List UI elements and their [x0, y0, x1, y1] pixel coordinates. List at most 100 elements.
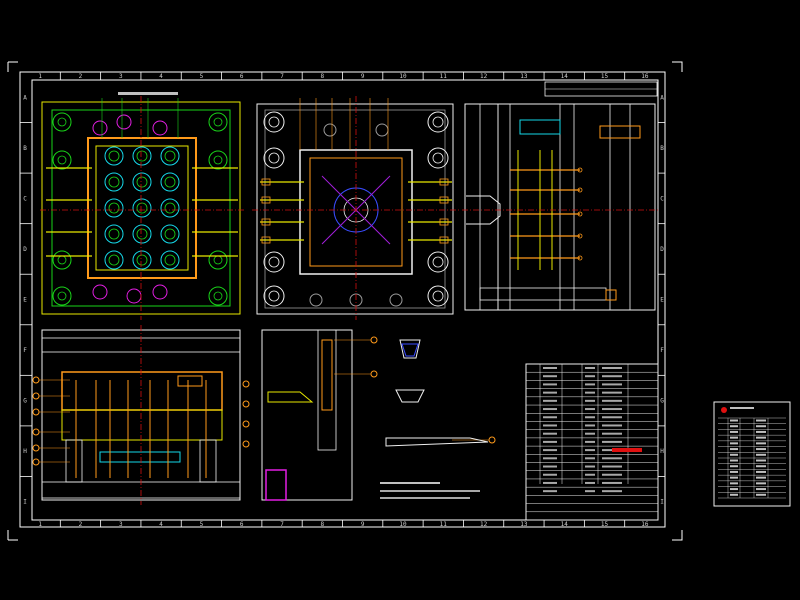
- zone-label-left: B: [23, 145, 27, 152]
- cavity-circle-inner: [108, 150, 120, 162]
- nozzle: [265, 469, 287, 501]
- guide-circle: [152, 284, 168, 300]
- zone-label-bottom: 12: [480, 521, 488, 528]
- title-block-text: [602, 457, 622, 460]
- plate-inner: [264, 109, 446, 309]
- bolt-circle: [427, 147, 449, 169]
- zone-label-left: D: [23, 246, 27, 253]
- cavity-circle-inner: [108, 254, 120, 266]
- title-block-text: [543, 465, 557, 468]
- cavity-circle-inner: [164, 254, 176, 266]
- bolt-circle: [263, 285, 285, 307]
- cooling-lines: [260, 98, 452, 244]
- view-cavity-plan: [252, 96, 460, 320]
- detail-sheet-text: [730, 448, 738, 451]
- fitting-left: [261, 236, 271, 244]
- zone-label-bottom: 15: [601, 521, 609, 528]
- zone-label-right: I: [660, 499, 664, 506]
- title-block-text: [585, 449, 595, 452]
- title-block-text: [543, 432, 557, 435]
- wedge: [267, 391, 314, 403]
- detail-sheet-text: [730, 436, 738, 439]
- cavity-circle: [132, 250, 152, 270]
- fitting-left: [261, 218, 271, 226]
- zone-label-right: A: [660, 94, 664, 101]
- title-block-text: [602, 481, 622, 484]
- title-block-text: [602, 367, 622, 369]
- cavity-circle: [160, 250, 180, 270]
- title-block-text: [585, 383, 595, 386]
- title-block-text: [602, 490, 622, 493]
- detail-sheet-text: [756, 476, 766, 479]
- guide-circle: [116, 114, 132, 130]
- section-outline: [261, 329, 353, 501]
- detail-sheet-frame: [713, 401, 791, 507]
- cavity-circle-inner: [108, 228, 120, 240]
- bolt-circle: [263, 111, 285, 133]
- part-balloon: [242, 420, 250, 428]
- detail-sheet-text: [756, 488, 766, 491]
- bolt-circle: [52, 112, 72, 132]
- zone-label-top: 7: [280, 73, 284, 80]
- zone-label-bottom: 10: [399, 521, 407, 528]
- bolt-circle: [263, 251, 285, 273]
- cavity-circle-inner: [108, 202, 120, 214]
- note-line-1: [380, 482, 440, 484]
- title-block-text: [602, 391, 622, 394]
- zone-label-top: 14: [561, 73, 569, 80]
- detail-sheet-title: [730, 407, 754, 409]
- cavity-circle-inner: [136, 254, 148, 266]
- title-block-text: [602, 473, 622, 476]
- ejector-plate: [99, 451, 181, 463]
- zone-label-right: G: [660, 398, 664, 405]
- core-plate: [61, 409, 223, 441]
- detail-sheet-text: [730, 488, 738, 491]
- zone-label-left: A: [23, 94, 27, 101]
- title-block-text: [602, 440, 622, 443]
- zone-label-left: H: [23, 448, 27, 455]
- title-block-text: [543, 449, 557, 452]
- guide-circle: [92, 120, 108, 136]
- zone-label-top: 2: [79, 73, 83, 80]
- cavity-circle: [104, 198, 124, 218]
- bolt-circle-inner: [268, 152, 280, 164]
- company-logo-bar: [612, 448, 642, 452]
- logo-mark: [721, 407, 727, 413]
- title-block-text: [543, 367, 557, 369]
- cooling-lines: [46, 98, 238, 257]
- cavity-circle-inner: [164, 228, 176, 240]
- bolt-circle-inner: [432, 116, 444, 128]
- zone-label-left: C: [23, 195, 27, 202]
- part-balloons: [334, 336, 496, 444]
- fitting-left: [261, 178, 271, 186]
- zone-label-left: I: [23, 499, 27, 506]
- detail-sheet-text: [756, 436, 766, 439]
- bolt-circle-inner: [268, 290, 280, 302]
- fitting-right: [439, 196, 449, 204]
- detail-sheet-text: [756, 442, 766, 445]
- part-balloon: [242, 400, 250, 408]
- detail-sheet-text: [756, 419, 766, 422]
- plate-outline: [256, 103, 454, 315]
- corner-bolts: [52, 112, 228, 306]
- bolt-circle: [208, 286, 228, 306]
- detail-sheet-text: [730, 493, 738, 496]
- cavity-circle: [160, 198, 180, 218]
- cavity-circle-inner: [164, 202, 176, 214]
- zone-label-right: F: [660, 347, 664, 354]
- detail-sheet-text: [730, 453, 738, 456]
- title-block-text: [585, 367, 595, 369]
- fitting-right: [439, 178, 449, 186]
- title-block-text: [543, 440, 557, 443]
- inner-frame: [31, 79, 659, 521]
- cavity-circle: [132, 198, 152, 218]
- bolt-circle: [208, 250, 228, 270]
- bolt-circle-inner: [213, 155, 223, 165]
- detail-sheet-text: [730, 482, 738, 485]
- zone-label-top: 4: [159, 73, 163, 80]
- cavity-circle: [132, 172, 152, 192]
- cooling-fitting-2: [599, 125, 641, 139]
- part-detail-views: [380, 339, 489, 499]
- cavity-insert: [95, 145, 189, 271]
- title-block-text: [602, 383, 622, 386]
